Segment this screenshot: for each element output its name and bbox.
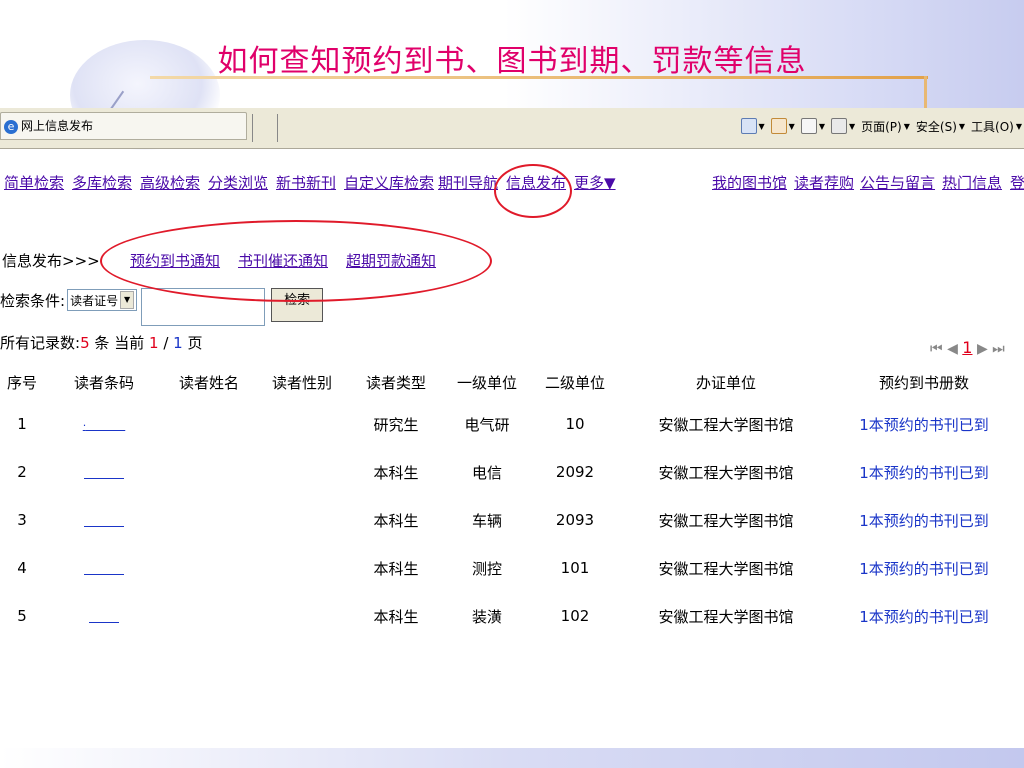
reserved-count-link[interactable]: 1本预约的书刊已到 bbox=[859, 511, 989, 530]
dropdown-arrow-icon: ▼ bbox=[958, 121, 966, 131]
nav-notice-board[interactable]: 公告与留言 bbox=[860, 174, 936, 192]
nav-simple-search[interactable]: 简单检索 bbox=[4, 174, 65, 192]
slide-title: 如何查知预约到书、图书到期、罚款等信息 bbox=[217, 44, 807, 79]
col-issuer: 办证单位 bbox=[695, 373, 756, 392]
last-page-icon[interactable]: ⏭ bbox=[992, 341, 1005, 357]
col-name: 读者姓名 bbox=[178, 373, 239, 392]
nav-hot-info[interactable]: 热门信息 bbox=[942, 174, 1003, 192]
page-menu[interactable]: 页面(P)▼ bbox=[861, 119, 910, 134]
home-button[interactable]: ▼ bbox=[740, 118, 765, 134]
feeds-button[interactable]: ▼ bbox=[770, 118, 795, 134]
search-field-select[interactable]: 读者证号▼ bbox=[67, 289, 138, 311]
first-page-icon[interactable]: ⏮ bbox=[930, 341, 943, 357]
nav-advanced-search[interactable]: 高级检索 bbox=[140, 174, 201, 192]
new-tab-button[interactable] bbox=[252, 114, 278, 142]
dropdown-arrow-icon: ▼ bbox=[848, 121, 856, 131]
print-button[interactable]: ▼ bbox=[830, 118, 856, 134]
reader-barcode-link[interactable]: · bbox=[82, 419, 86, 432]
pager: ⏮ ◀ 1 ▶ ⏭ bbox=[930, 338, 1005, 357]
table-row: 5 本科生 装潢 102 安徽工程大学图书馆 1本预约的书刊已到 bbox=[0, 592, 1014, 640]
col-barcode: 读者条码 bbox=[73, 373, 134, 392]
col-type: 读者类型 bbox=[365, 373, 426, 392]
redacted-barcode bbox=[85, 419, 125, 432]
highlight-circle-info-publish bbox=[494, 164, 572, 218]
chevron-down-icon: ▼ bbox=[120, 291, 135, 309]
current-page-link[interactable]: 1 bbox=[962, 338, 973, 357]
next-page-icon[interactable]: ▶ bbox=[976, 341, 988, 357]
slide-gradient bbox=[504, 0, 1024, 110]
redacted-barcode bbox=[84, 515, 124, 528]
redacted-name bbox=[164, 400, 254, 448]
reserved-count-link[interactable]: 1本预约的书刊已到 bbox=[859, 463, 989, 482]
safety-menu[interactable]: 安全(S)▼ bbox=[915, 119, 966, 134]
dropdown-arrow-icon: ▼ bbox=[1015, 121, 1022, 131]
tools-menu[interactable]: 工具(O)▼ bbox=[971, 119, 1022, 134]
nav-custom-search[interactable]: 自定义库检索 bbox=[344, 174, 435, 192]
nav-multi-search[interactable]: 多库检索 bbox=[72, 174, 133, 192]
reserved-count-link[interactable]: 1本预约的书刊已到 bbox=[859, 559, 989, 578]
col-gender: 读者性别 bbox=[271, 373, 332, 392]
nav-new-books[interactable]: 新书新刊 bbox=[276, 174, 337, 192]
redacted-barcode bbox=[84, 467, 124, 480]
table-row: 2 本科生 电信 2092 安徽工程大学图书馆 1本预约的书刊已到 bbox=[0, 448, 1014, 496]
table-row: 1 · 研究生 电气研 10 安徽工程大学图书馆 1本预约的书刊已到 bbox=[0, 400, 1014, 448]
reserved-count-link[interactable]: 1本预约的书刊已到 bbox=[859, 415, 989, 434]
dropdown-arrow-icon: ▼ bbox=[903, 121, 910, 131]
title-underline bbox=[150, 76, 928, 79]
title-rule-vertical bbox=[924, 76, 927, 110]
reservation-table: 序号 读者条码 读者姓名 读者性别 读者类型 一级单位 二级单位 办证单位 预约… bbox=[0, 364, 1014, 640]
redacted-name bbox=[164, 496, 254, 544]
table-row: 3 本科生 车辆 2093 安徽工程大学图书馆 1本预约的书刊已到 bbox=[0, 496, 1014, 544]
col-reserved: 预约到书册数 bbox=[878, 373, 969, 392]
nav-my-library[interactable]: 我的图书馆 bbox=[712, 174, 788, 192]
nav-browse-category[interactable]: 分类浏览 bbox=[208, 174, 269, 192]
table-header: 序号 读者条码 读者姓名 读者性别 读者类型 一级单位 二级单位 办证单位 预约… bbox=[0, 364, 1014, 400]
redacted-barcode bbox=[84, 563, 124, 576]
col-unit1: 一级单位 bbox=[456, 373, 517, 392]
redacted-barcode bbox=[89, 611, 119, 624]
ie-icon: e bbox=[4, 119, 18, 134]
mail-icon bbox=[800, 118, 817, 134]
nav-login[interactable]: 登 bbox=[1010, 174, 1024, 192]
breadcrumb: 信息发布>>> bbox=[2, 252, 100, 270]
nav-recommend[interactable]: 读者荐购 bbox=[794, 174, 855, 192]
print-icon bbox=[830, 118, 847, 134]
home-icon bbox=[740, 118, 757, 134]
search-label: 检索条件: bbox=[0, 291, 66, 310]
dropdown-arrow-icon: ▼ bbox=[818, 121, 825, 131]
nav-more[interactable]: 更多▼ bbox=[574, 174, 616, 192]
command-bar: ▼ ▼ ▼ ▼ 页面(P)▼ 安全(S)▼ 工具(O)▼ bbox=[740, 112, 1024, 140]
dropdown-arrow-icon: ▼ bbox=[758, 121, 765, 131]
col-unit2: 二级单位 bbox=[544, 373, 605, 392]
main-nav: 简单检索 多库检索 高级检索 分类浏览 新书新刊 自定义库检索 期刊导航 信息发… bbox=[4, 172, 1024, 196]
slide-bottom-bar bbox=[0, 748, 1024, 768]
nav-journal-guide[interactable]: 期刊导航 bbox=[438, 174, 499, 192]
browser-tab-title: 网上信息发布 bbox=[21, 119, 94, 133]
prev-page-icon[interactable]: ◀ bbox=[947, 341, 958, 357]
redacted-name bbox=[164, 544, 254, 592]
redacted-name bbox=[164, 592, 254, 640]
col-no: 序号 bbox=[6, 373, 37, 392]
rss-icon bbox=[770, 118, 787, 134]
table-row: 4 本科生 测控 101 安徽工程大学图书馆 1本预约的书刊已到 bbox=[0, 544, 1014, 592]
highlight-circle-notice-links bbox=[100, 220, 492, 302]
mail-button[interactable]: ▼ bbox=[800, 118, 825, 134]
dropdown-arrow-icon: ▼ bbox=[788, 121, 795, 131]
record-summary: 所有记录数:5 条 当前 1 / 1 页 bbox=[0, 334, 203, 352]
redacted-name bbox=[164, 448, 254, 496]
reserved-count-link[interactable]: 1本预约的书刊已到 bbox=[859, 607, 989, 626]
